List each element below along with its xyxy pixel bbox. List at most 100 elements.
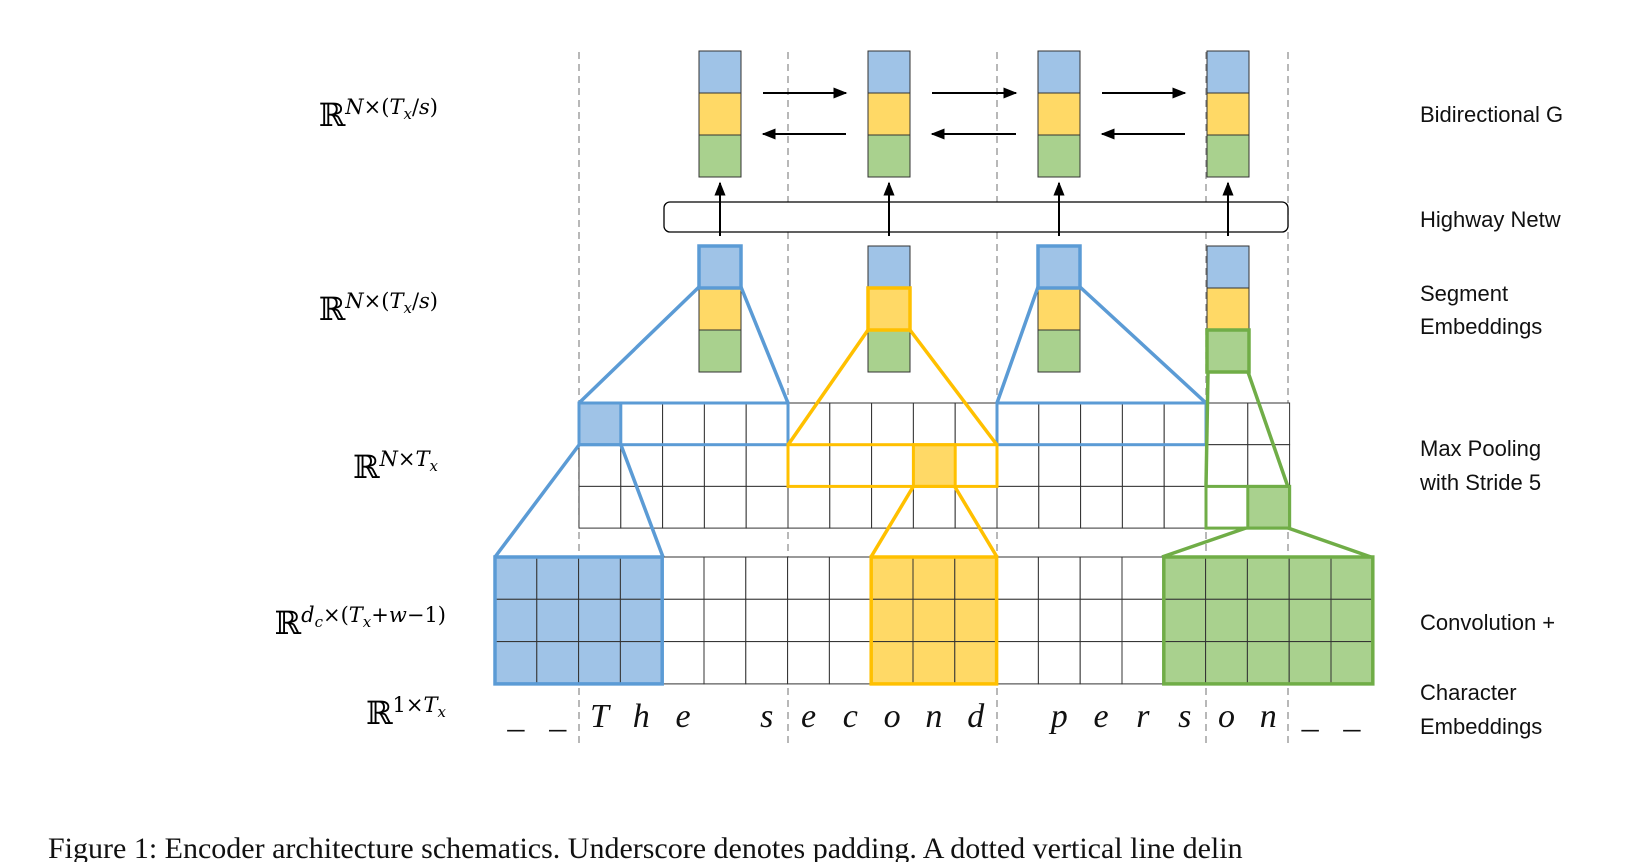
embedding-vectors (697, 50, 1251, 374)
bigru-vector-cell (698, 50, 742, 94)
conv-highlight-cell (578, 556, 621, 600)
conv-highlight-cell (912, 556, 956, 600)
conv-cell (661, 598, 705, 643)
character: _ (548, 698, 567, 735)
conv-cell (1037, 598, 1081, 643)
pool-cell (829, 485, 873, 529)
bigru-vector-cell (867, 50, 911, 94)
bigru-vector-cell (1037, 134, 1081, 178)
segment-vector-cell (698, 287, 742, 331)
conv-highlight-cell (1205, 641, 1248, 685)
conv-highlight-cell (1163, 641, 1207, 685)
pool-cell (1205, 402, 1249, 446)
conv-highlight-cell (1288, 556, 1332, 600)
bigru-vector-cell (698, 134, 742, 178)
pool-cell (1163, 444, 1207, 487)
pool-cell-blue-outline (577, 401, 623, 447)
label-bidirectional: Bidirectional G (1420, 102, 1563, 127)
pool-window-yellow (786, 443, 999, 488)
pool-cell (703, 402, 747, 446)
pool-cell (871, 402, 914, 446)
pool-cell (829, 402, 873, 446)
label-maxpool-1: Max Pooling (1420, 436, 1541, 461)
pool-cell-green (1247, 485, 1291, 529)
pool-cell (1121, 485, 1165, 529)
pool-to-seg-green-left (1204, 371, 1210, 488)
character: r (1136, 698, 1150, 735)
conv-cell (1121, 556, 1165, 600)
pool-cell (912, 485, 956, 529)
conv-highlight-cell (954, 556, 998, 600)
character: n (925, 698, 942, 735)
conv-highlight-cell (1205, 598, 1248, 643)
pool-cell (829, 444, 873, 487)
character: n (1260, 698, 1277, 735)
conv-cell (1037, 556, 1081, 600)
layer-labels: Bidirectional G Highway Netw Segment Emb… (1419, 102, 1563, 739)
conv-highlight-cell (870, 641, 914, 685)
conv-to-pool-green-left (1161, 526, 1247, 559)
character: _ (1342, 698, 1361, 735)
conv-window-green (1162, 555, 1375, 686)
pool-to-seg-blue1-left (577, 285, 701, 405)
conv-cell (1121, 641, 1165, 685)
pool-cell (1080, 444, 1123, 487)
conv-cell (996, 598, 1039, 643)
character: p (1049, 698, 1068, 735)
bigru-vector-cell (1037, 92, 1081, 136)
conv-highlight-cell (1330, 556, 1374, 600)
segment-vector-cell (867, 287, 911, 331)
conv-cell (787, 556, 830, 600)
pool-cell (745, 402, 789, 446)
pool-cell (703, 444, 747, 487)
conv-to-pool-green-right (1287, 526, 1372, 559)
dim-label-segment: ℝN×(Tx/s) (319, 289, 438, 328)
conv-cell (996, 556, 1039, 600)
conv-cell (703, 641, 747, 685)
pool-cell (578, 485, 622, 529)
conv-window-yellow (869, 555, 999, 686)
bigru-vector-cell (698, 92, 742, 136)
conv-cell (1037, 641, 1081, 685)
pool-cell-yellow (912, 444, 956, 487)
conv-highlight-cell (494, 598, 538, 643)
conv-cell (1079, 641, 1123, 685)
conv-highlight-cell (1205, 556, 1248, 600)
conv-to-pool-blue-right (619, 444, 665, 558)
conv-cell (787, 641, 830, 685)
segment-vector-highlight (697, 244, 743, 290)
segment-vector-cell (1037, 245, 1081, 289)
segment-vector-cell (1037, 287, 1081, 331)
pool-cell (745, 485, 789, 529)
pool-to-seg-blue1-right (739, 286, 790, 404)
conv-cell (661, 556, 705, 600)
conv-highlight-cell (1246, 598, 1290, 643)
label-convolution: Convolution + (1420, 610, 1555, 635)
conv-highlight-cell (619, 641, 663, 685)
label-maxpool-2: with Stride 5 (1419, 470, 1541, 495)
pool-cell (1121, 444, 1165, 487)
segment-vector-cell (698, 329, 742, 373)
conv-cell (996, 641, 1039, 685)
pool-cell (1038, 402, 1082, 446)
segment-vector-cell (1206, 287, 1250, 331)
conv-highlight-cell (954, 598, 998, 643)
segment-vector-cell (1206, 329, 1250, 373)
conv-highlight-cell (494, 641, 538, 685)
conv-highlight-cell (494, 556, 538, 600)
pool-cell (578, 444, 622, 487)
conv-cell (745, 641, 789, 685)
pool-to-seg-blue2-left (995, 286, 1040, 404)
conv-highlight-cell (1288, 641, 1332, 685)
pool-cell (996, 485, 1040, 529)
pool-cell (1205, 444, 1249, 487)
dimension-labels: ℝN×(Tx/s) ℝN×(Tx/s) ℝN×Tx ℝdc×(Tx+w−1) ℝ… (275, 95, 447, 732)
conv-highlight-cell (1163, 556, 1207, 600)
conv-highlight-cell (1330, 641, 1374, 685)
character: o (884, 698, 901, 735)
pool-cell (1163, 402, 1207, 446)
dim-label-bidirectional: ℝN×(Tx/s) (319, 95, 438, 134)
conv-cell (1079, 556, 1123, 600)
